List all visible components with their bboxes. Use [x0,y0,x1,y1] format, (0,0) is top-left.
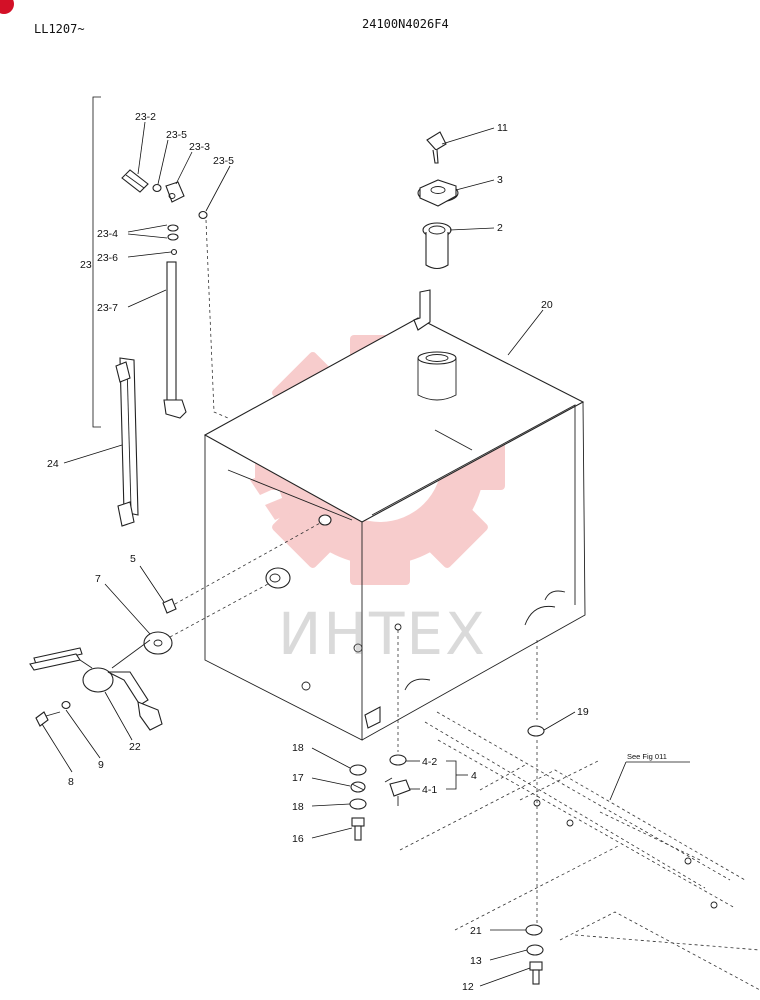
screw-part [35,711,61,727]
callout-12: 12 [462,981,474,993]
see-figure-note: See Fig 011 [627,752,667,761]
banjo-fitting-part [165,181,185,203]
banjo-bolt-part [121,169,149,193]
callout-4: 4 [471,770,477,782]
lock-washer-part [61,700,71,710]
spring-washer-part [350,781,366,793]
callout-17: 17 [292,772,304,784]
mount-bolt-part [351,817,365,841]
washer-18-top [349,764,367,776]
clip-part [170,248,178,256]
callout-3: 3 [497,174,503,186]
callout-11: 11 [497,122,508,134]
callout-20: 20 [541,299,553,311]
callout-4-1: 4-1 [422,784,437,796]
callout-23-4: 23-4 [97,228,118,240]
callout-2: 2 [497,222,503,234]
key-icon [426,131,447,164]
leader-lines [41,121,690,987]
callout-23-2: 23-2 [135,111,156,123]
fuel-cap-part [417,179,459,207]
plug-fitting-part [162,598,177,614]
fuel-sender-part [29,639,163,731]
callout-19: 19 [577,706,589,718]
callout-23: 23 [80,259,92,271]
callout-23-6: 23-6 [97,252,118,264]
cushion-21-part [525,924,543,936]
washer-part-2 [167,233,179,241]
serial-range-label: LL1207~ [34,22,85,36]
callout-8: 8 [68,776,74,788]
gauge-pipe-part [163,261,187,419]
strainer-part [422,222,452,270]
frame-structure [399,711,760,991]
callout-24: 24 [47,458,59,470]
watermark-brand: ИНТЕХ [278,600,487,668]
washer-13-part [526,944,544,956]
callout-4-2: 4-2 [422,756,437,768]
corner-marker [0,0,14,14]
callout-18-bottom: 18 [292,801,304,813]
cushion-part [527,725,545,737]
filler-cap-group [417,131,459,270]
washer-18-bottom [349,798,367,810]
callout-5: 5 [130,553,136,565]
callout-13: 13 [470,955,482,967]
washer-part [167,224,179,232]
o-ring-part-2 [198,210,208,220]
callout-21: 21 [470,925,482,937]
callout-23-5a: 23-5 [166,129,187,141]
drain-cock-part [384,777,411,806]
callout-22: 22 [129,741,141,753]
sight-gauge-part [115,357,139,527]
o-ring-part [152,183,162,193]
drain-washer-part [389,754,407,766]
callout-18-top: 18 [292,742,304,754]
callout-23-5b: 23-5 [213,155,234,167]
callout-7: 7 [95,573,101,585]
bolt-12-part [529,961,543,985]
fuel-tank [203,289,586,741]
callout-23-3: 23-3 [189,141,210,153]
level-gauge-assembly [92,96,229,527]
callout-23-7: 23-7 [97,302,118,314]
callout-16: 16 [292,833,304,845]
drawing-number-label: 24100N4026F4 [362,17,449,31]
callout-9: 9 [98,759,104,771]
gasket-part [143,631,173,655]
